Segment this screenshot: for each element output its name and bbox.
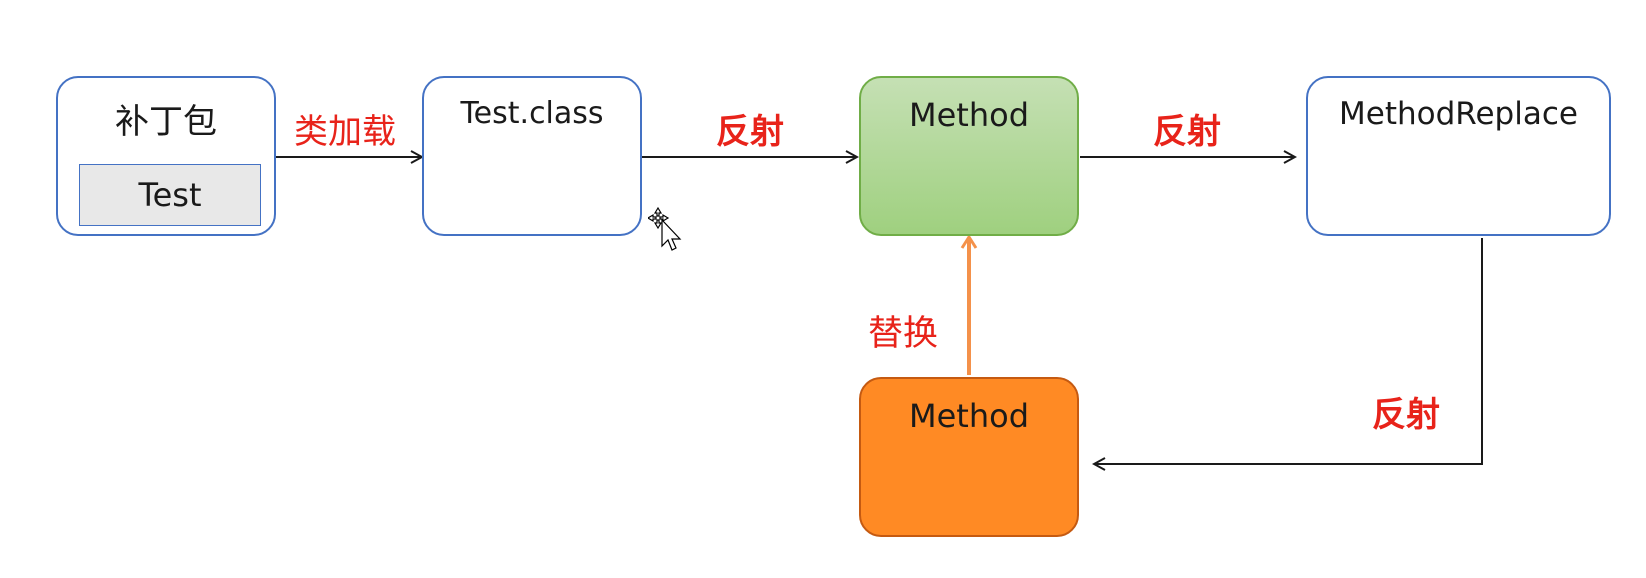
method-replace-title: MethodReplace <box>1339 96 1578 132</box>
reflect-label-2: 反射 <box>1153 112 1221 152</box>
method-bottom-title: Method <box>908 397 1029 435</box>
replace-label: 替换 <box>868 314 939 354</box>
method-bottom-node: Method <box>859 377 1079 537</box>
reflect-label-3: 反射 <box>1372 395 1440 435</box>
arrow-methodreplace-to-method-bottom <box>1094 238 1483 464</box>
test-inner-label: Test <box>138 176 202 214</box>
reflect-label-1: 反射 <box>716 112 784 152</box>
test-class-title: Test.class <box>460 96 604 131</box>
test-class-node: Test.class <box>422 76 642 236</box>
class-loading-label: 类加载 <box>294 112 396 152</box>
test-inner-box: Test <box>79 164 261 226</box>
method-replace-node: MethodReplace <box>1306 76 1611 236</box>
patch-package-title: 补丁包 <box>115 102 217 142</box>
method-top-node: Method <box>859 76 1079 236</box>
method-top-title: Method <box>908 96 1029 134</box>
move-cursor-icon <box>648 206 682 251</box>
patch-package-node: 补丁包 Test <box>56 76 276 236</box>
